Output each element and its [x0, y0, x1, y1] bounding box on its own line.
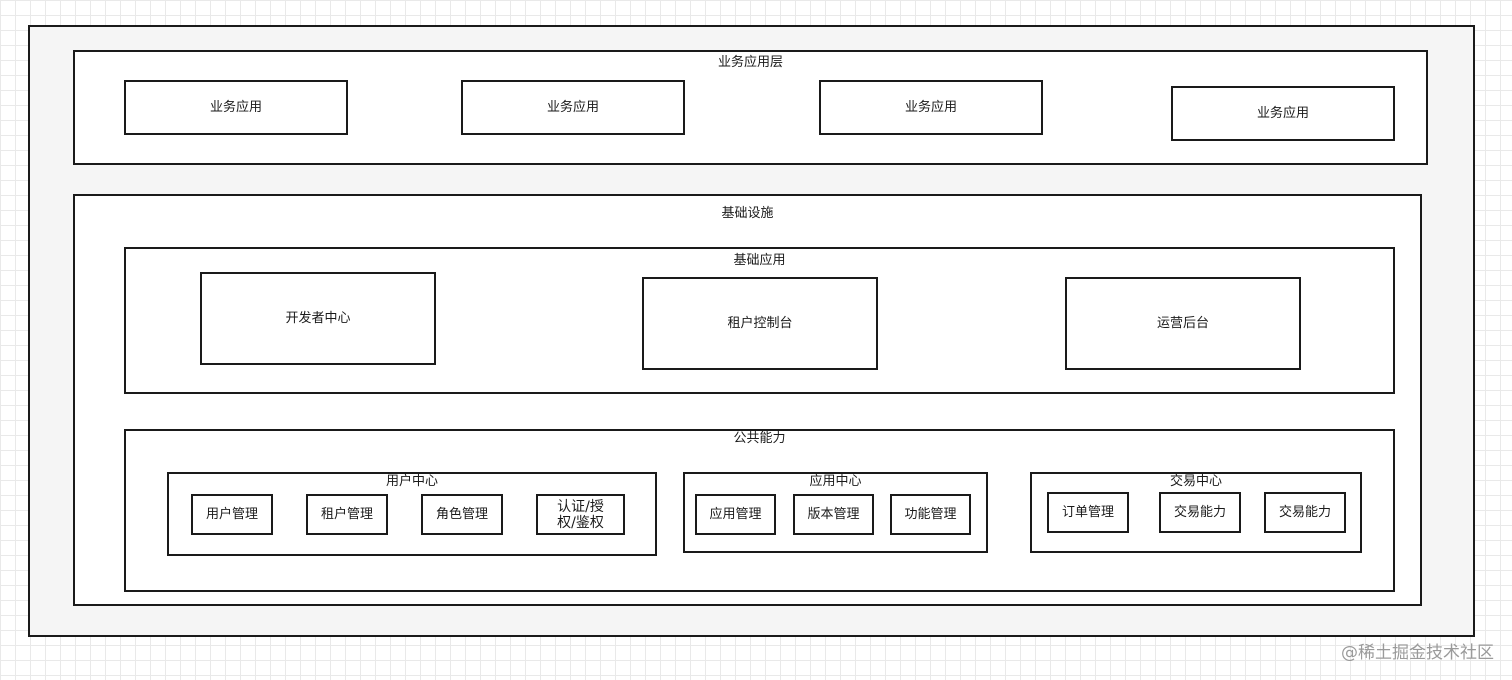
order-management-label: 订单管理	[1061, 504, 1114, 520]
version-management: 版本管理	[793, 494, 874, 535]
tenant-management: 租户管理	[306, 494, 388, 535]
user-management-label: 用户管理	[205, 506, 258, 522]
version-management-label: 版本管理	[807, 506, 860, 522]
tenant-console: 租户控制台	[642, 277, 878, 370]
role-management: 角色管理	[421, 494, 503, 535]
developer-center: 开发者中心	[200, 272, 436, 365]
business-layer-title: 业务应用层	[717, 55, 783, 70]
business-app-label: 业务应用	[904, 99, 957, 115]
auth-management: 认证/授 权/鉴权	[536, 494, 625, 535]
business-app-label: 业务应用	[1256, 105, 1309, 121]
operations-backend: 运营后台	[1065, 277, 1301, 370]
trade-capability-1: 交易能力	[1159, 492, 1241, 533]
trade-capability-label: 交易能力	[1173, 504, 1226, 520]
user-center-title: 用户中心	[385, 474, 438, 489]
tenant-console-label: 租户控制台	[727, 315, 793, 331]
app-management-label: 应用管理	[709, 506, 762, 522]
infrastructure-title: 基础设施	[721, 206, 774, 221]
business-app-4: 业务应用	[1171, 86, 1395, 141]
feature-management: 功能管理	[890, 494, 971, 535]
business-app-2: 业务应用	[461, 80, 685, 135]
trade-capability-2: 交易能力	[1264, 492, 1346, 533]
trade-capability-label: 交易能力	[1278, 504, 1331, 520]
feature-management-label: 功能管理	[904, 506, 957, 522]
business-app-label: 业务应用	[546, 99, 599, 115]
app-management: 应用管理	[695, 494, 776, 535]
role-management-label: 角色管理	[435, 506, 488, 522]
developer-center-label: 开发者中心	[285, 310, 351, 326]
app-center-title: 应用中心	[809, 474, 862, 489]
auth-management-label: 认证/授 权/鉴权	[557, 498, 604, 531]
order-management: 订单管理	[1047, 492, 1129, 533]
common-capabilities-title: 公共能力	[733, 431, 786, 446]
watermark: @稀土掘金技术社区	[1341, 643, 1494, 663]
business-app-1: 业务应用	[124, 80, 348, 135]
business-app-label: 业务应用	[209, 99, 262, 115]
operations-backend-label: 运营后台	[1156, 315, 1209, 331]
basic-apps-title: 基础应用	[733, 253, 786, 268]
user-management: 用户管理	[191, 494, 273, 535]
tenant-management-label: 租户管理	[320, 506, 373, 522]
business-app-3: 业务应用	[819, 80, 1043, 135]
trade-center-title: 交易中心	[1169, 474, 1222, 489]
